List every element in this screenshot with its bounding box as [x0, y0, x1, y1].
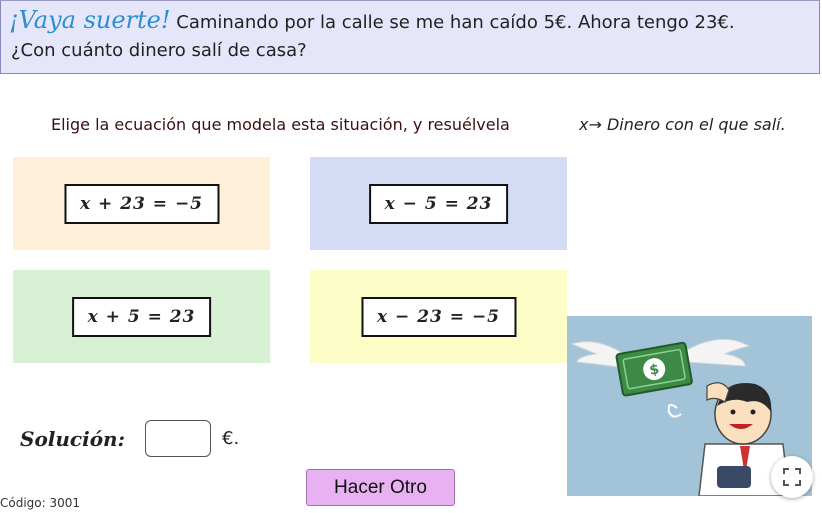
new-problem-button[interactable]: Hacer Otro — [306, 469, 455, 506]
illustration-graphic: $ — [567, 316, 812, 496]
equation-option-2[interactable]: x − 5 = 23 — [368, 183, 509, 224]
option-card-1[interactable]: x + 23 = −5 — [13, 157, 270, 250]
problem-code: Código: 3001 — [0, 496, 81, 510]
fullscreen-button[interactable] — [771, 456, 813, 498]
solution-unit: €. — [222, 428, 240, 449]
solution-input[interactable] — [145, 420, 211, 457]
motion-line — [667, 403, 682, 418]
variable-legend: x→ Dinero con el que salí. — [579, 115, 786, 134]
statement-text: Caminando por la calle se me han caído 5… — [170, 12, 735, 33]
instruction-text: Elige la ecuación que modela esta situac… — [51, 115, 510, 134]
problem-statement: ¡Vaya suerte! Caminando por la calle se … — [9, 6, 735, 37]
exclamation: ¡Vaya suerte! — [9, 6, 171, 34]
equation-option-3[interactable]: x + 5 = 23 — [71, 296, 212, 337]
wing-right-icon — [686, 338, 751, 367]
option-card-4[interactable]: x − 23 = −5 — [310, 270, 567, 363]
solution-label: Solución: — [20, 427, 125, 451]
wing-left-icon — [570, 341, 628, 369]
equation-option-4[interactable]: x − 23 = −5 — [360, 296, 517, 337]
option-card-3[interactable]: x + 5 = 23 — [13, 270, 270, 363]
dollar-bill-icon: $ — [615, 341, 693, 397]
equation-option-1[interactable]: x + 23 = −5 — [63, 183, 220, 224]
fullscreen-icon — [783, 468, 801, 486]
problem-header: ¡Vaya suerte! Caminando por la calle se … — [0, 0, 820, 74]
problem-question: ¿Con cuánto dinero salí de casa? — [11, 40, 307, 61]
option-card-2[interactable]: x − 5 = 23 — [310, 157, 567, 250]
worried-man-icon — [698, 382, 790, 496]
dollar-symbol: $ — [648, 361, 660, 378]
flying-money-illustration: $ — [557, 316, 812, 496]
